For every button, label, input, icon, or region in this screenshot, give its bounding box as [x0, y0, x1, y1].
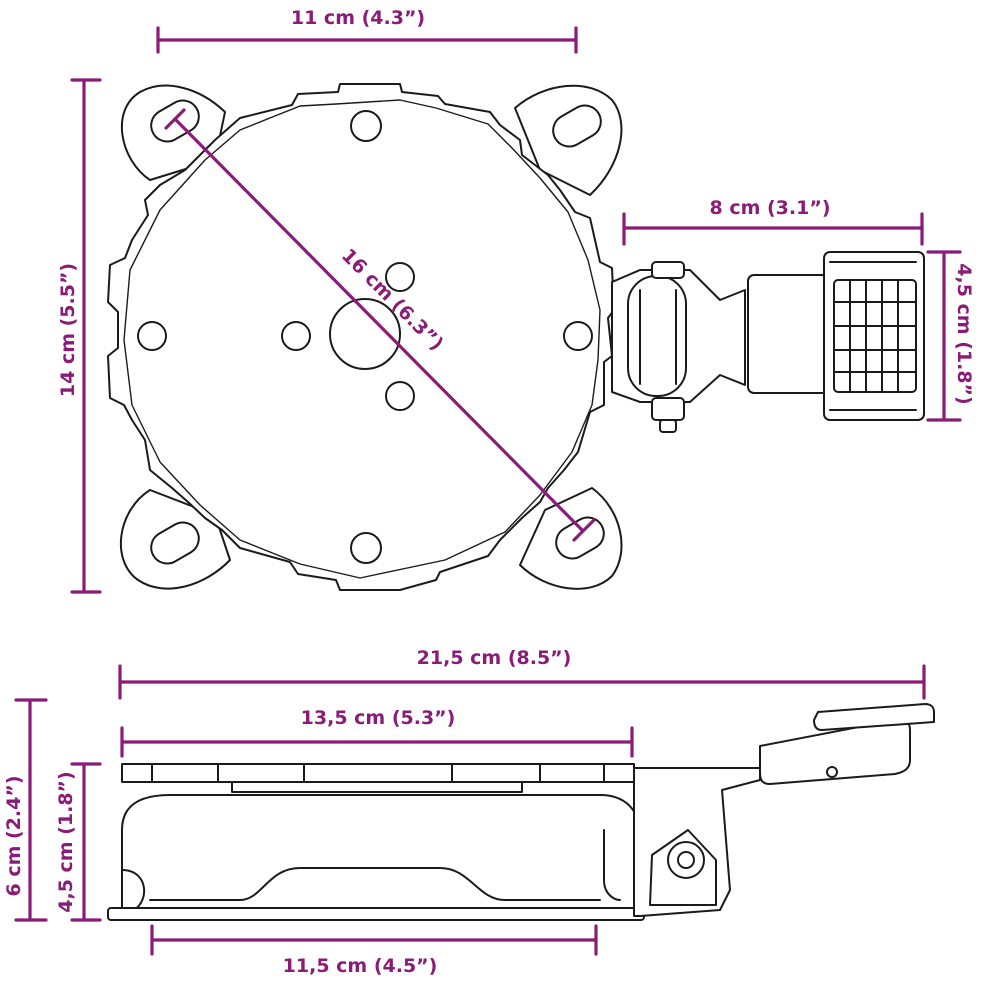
- side-dimensions: [14, 664, 926, 956]
- ear-slot-tr: [552, 104, 602, 148]
- hinge-bolt-end: [659, 419, 677, 433]
- top-plate: [121, 763, 635, 783]
- hole-inner-left: [281, 321, 311, 351]
- hole-bottom: [350, 532, 382, 564]
- inner-rim: [123, 99, 601, 579]
- label-plate-length: 13,5 cm (5.3”): [301, 707, 456, 729]
- ear-slot-bl: [150, 521, 200, 565]
- side-pedal-pad: [813, 703, 935, 731]
- label-total-height: 6 cm (2.4”): [3, 775, 25, 896]
- hole-top: [350, 110, 382, 142]
- bearing-ring: [231, 781, 523, 793]
- hinge-nut-top: [651, 261, 685, 279]
- hinge-nut-bottom: [651, 397, 685, 421]
- label-total-length: 21,5 cm (8.5”): [417, 647, 572, 669]
- ear-slot-tl: [150, 99, 200, 143]
- pedal-pad: [823, 251, 925, 421]
- base-flange: [107, 907, 645, 921]
- label-pedal-length: 8 cm (3.1”): [709, 197, 830, 219]
- ear-top-right: [514, 84, 623, 196]
- ear-slot-br: [555, 516, 605, 560]
- hole-right: [563, 321, 593, 351]
- label-top-width: 11 cm (4.3”): [291, 7, 425, 29]
- top-dimensions: [70, 26, 962, 594]
- label-base-length: 11,5 cm (4.5”): [283, 955, 438, 977]
- side-hinge-block: [633, 767, 761, 917]
- base-housing: [121, 794, 641, 917]
- label-top-height: 14 cm (5.5”): [57, 263, 79, 397]
- side-hinge-nut: [667, 841, 705, 879]
- ear-bottom-right: [519, 487, 623, 590]
- top-view: [107, 83, 925, 591]
- hole-left: [137, 321, 167, 351]
- hole-inner-bottom: [385, 381, 415, 411]
- hole-inner-top: [385, 262, 415, 292]
- pedal-arm-body: [747, 274, 829, 394]
- center-hole: [329, 298, 401, 370]
- label-pedal-width: 4,5 cm (1.8”): [953, 263, 975, 404]
- dim-line-diagonal: [174, 118, 584, 532]
- label-base-height: 4,5 cm (1.8”): [55, 771, 77, 912]
- side-view: [107, 703, 935, 921]
- pedal-grid-frame: [833, 279, 917, 393]
